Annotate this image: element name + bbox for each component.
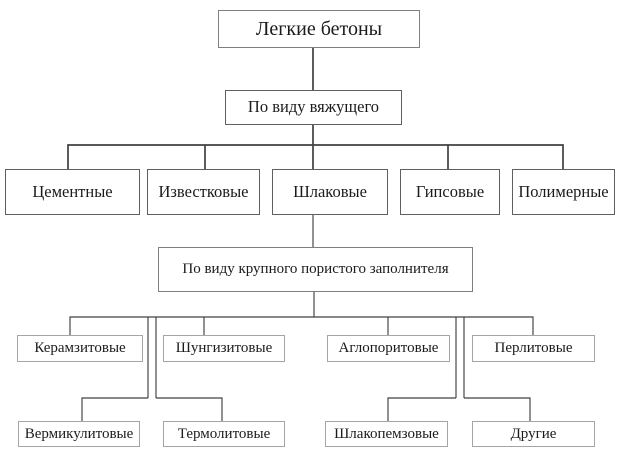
node-agloporite: Аглопоритовые bbox=[327, 335, 450, 362]
node-vermiculite: Вермикулитовые bbox=[18, 421, 140, 447]
node-polymer: Полимерные bbox=[512, 169, 615, 215]
node-slag-pumice: Шлакопемзовые bbox=[325, 421, 448, 447]
node-slag: Шлаковые bbox=[272, 169, 388, 215]
node-thermolite: Термолитовые bbox=[163, 421, 285, 447]
node-other: Другие bbox=[472, 421, 595, 447]
node-gypsum: Гипсовые bbox=[400, 169, 500, 215]
node-lightweight-concretes: Легкие бетоны bbox=[218, 10, 420, 48]
node-aggregate-type-header: По виду крупного пористого заполнителя bbox=[158, 247, 473, 292]
node-binder-type-header: По виду вяжущего bbox=[225, 90, 402, 125]
node-shungizite: Шунгизитовые bbox=[163, 335, 285, 362]
node-perlite: Перлитовые bbox=[472, 335, 595, 362]
node-cement: Цементные bbox=[5, 169, 140, 215]
node-lime: Известковые bbox=[147, 169, 260, 215]
node-expanded-clay: Керамзитовые bbox=[17, 335, 143, 362]
